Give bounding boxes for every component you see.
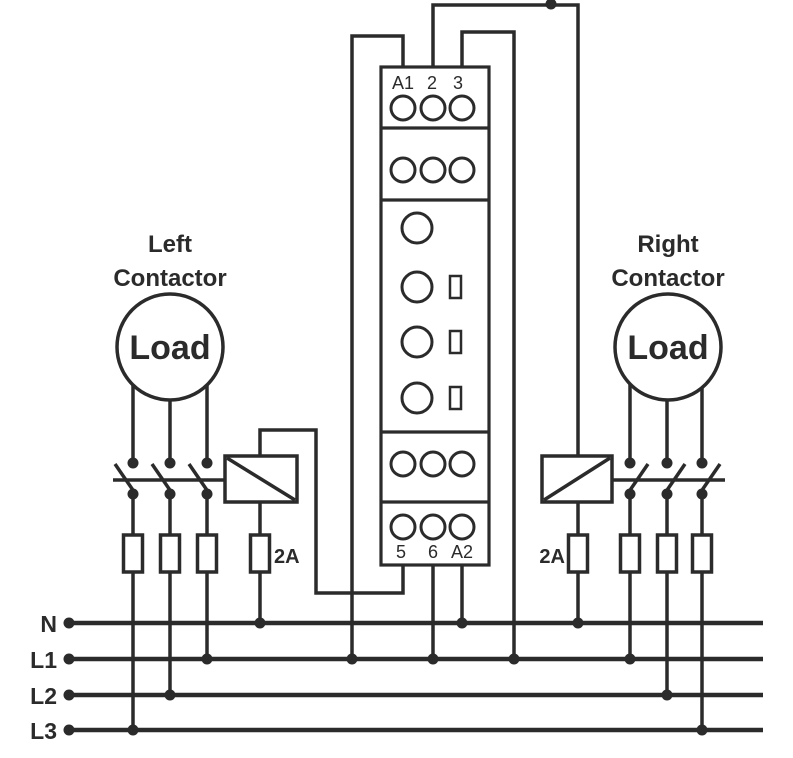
left-load-circle xyxy=(115,292,225,402)
contact-dot xyxy=(127,457,139,469)
junction-dot xyxy=(427,653,439,665)
contact-dot xyxy=(624,488,636,500)
fuse-symbol xyxy=(618,533,642,574)
right-contactor-title-line1: Right xyxy=(637,231,698,258)
indicator-led xyxy=(400,381,434,415)
contact-dot xyxy=(127,488,139,500)
junction-dot xyxy=(696,724,708,736)
wire-2-to-right-coil xyxy=(431,3,580,456)
selector-button xyxy=(448,274,463,300)
terminal-screw xyxy=(419,450,447,478)
terminal-screw xyxy=(389,94,417,122)
terminal-screw xyxy=(448,513,476,541)
right-load-circle xyxy=(613,292,723,402)
left-contactor-title-line2: Contactor xyxy=(113,265,226,292)
left-load: Load xyxy=(115,292,225,402)
junction-dot xyxy=(661,689,673,701)
indicator-led xyxy=(400,211,434,245)
terminal-screw xyxy=(448,94,476,122)
terminal-label-a1: A1 xyxy=(392,73,414,93)
bus-label-n: N xyxy=(40,611,57,637)
right-fuse-rating-label: 2A xyxy=(539,546,565,568)
right-load-label: Load xyxy=(627,329,708,367)
left-coil-fuse-2a xyxy=(248,533,272,574)
contact-dot xyxy=(696,488,708,500)
wire-3-to-l1 xyxy=(460,30,516,659)
fuse-symbol xyxy=(158,533,182,574)
junction-dot xyxy=(63,617,75,629)
fuse-symbol xyxy=(655,533,679,574)
labels: Left Contactor Right Contactor 2A 2A N L… xyxy=(30,231,725,744)
contact-dot xyxy=(624,457,636,469)
junction-dot xyxy=(346,653,358,665)
junction-dot xyxy=(164,689,176,701)
terminal-label-2: 2 xyxy=(427,73,437,93)
junction-dot xyxy=(254,617,266,629)
fuse-symbol xyxy=(121,533,145,574)
contact-dot xyxy=(661,457,673,469)
junction-dots xyxy=(63,0,708,736)
junction-dot xyxy=(63,689,75,701)
junction-dot xyxy=(63,724,75,736)
bus-lines xyxy=(64,620,763,733)
indicator-led xyxy=(400,325,434,359)
monitoring-relay-device: A1 2 3 5 6 A2 xyxy=(379,65,491,567)
fuse-symbol xyxy=(690,533,714,574)
contact-dot xyxy=(661,488,673,500)
fuses xyxy=(121,533,714,574)
right-coil-diagonal xyxy=(543,456,611,502)
wire-5-to-left-coil xyxy=(258,428,405,595)
contact-dot xyxy=(201,488,213,500)
left-fuse-rating-label: 2A xyxy=(274,546,300,568)
contact-dot xyxy=(164,457,176,469)
terminal-screw xyxy=(419,156,447,184)
right-coil-fuse-2a xyxy=(566,533,590,574)
terminal-screw xyxy=(389,513,417,541)
junction-dot xyxy=(201,653,213,665)
junction-dot xyxy=(508,653,520,665)
fuse-symbol xyxy=(195,533,219,574)
left-load-label: Load xyxy=(129,329,210,367)
terminal-screw xyxy=(448,450,476,478)
terminal-label-a2: A2 xyxy=(451,542,473,562)
junction-dot xyxy=(624,653,636,665)
left-coil-diagonal xyxy=(226,456,296,502)
terminal-screw xyxy=(389,450,417,478)
contact-dot xyxy=(164,488,176,500)
right-load: Load xyxy=(613,292,723,402)
terminal-screw xyxy=(389,156,417,184)
wires xyxy=(113,3,725,730)
junction-dot xyxy=(545,0,557,10)
bus-label-l3: L3 xyxy=(30,718,57,744)
junction-dot xyxy=(63,653,75,665)
wire-a1-to-l1 xyxy=(350,34,405,659)
contact-dot xyxy=(696,457,708,469)
junction-dot xyxy=(127,724,139,736)
terminal-screw xyxy=(419,513,447,541)
indicator-led xyxy=(400,270,434,304)
bus-label-l2: L2 xyxy=(30,683,57,709)
right-contactor-title-line2: Contactor xyxy=(611,265,724,292)
terminal-label-3: 3 xyxy=(453,73,463,93)
terminal-screw xyxy=(448,156,476,184)
bus-label-l1: L1 xyxy=(30,647,57,673)
device-body xyxy=(379,65,491,567)
selector-button xyxy=(448,329,463,355)
junction-dot xyxy=(572,617,584,629)
contact-dot xyxy=(201,457,213,469)
switch-contacts xyxy=(113,457,722,500)
terminal-screw xyxy=(419,94,447,122)
left-contactor-title-line1: Left xyxy=(148,231,192,258)
device-section-divider xyxy=(381,126,489,504)
selector-button xyxy=(448,385,463,411)
terminal-label-5: 5 xyxy=(396,542,406,562)
junction-dot xyxy=(456,617,468,629)
contactor-coils xyxy=(223,454,614,504)
terminal-label-6: 6 xyxy=(428,542,438,562)
